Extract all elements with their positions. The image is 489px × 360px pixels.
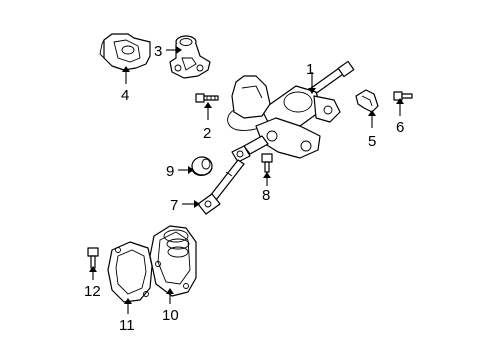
part-1-steering-column [227, 60, 355, 159]
callout-5: 5 [368, 133, 376, 150]
arrow-2 [204, 102, 212, 108]
callout-11: 11 [119, 317, 135, 334]
arrow-11 [124, 298, 132, 304]
callout-8: 8 [262, 187, 270, 204]
part-10-boot-seal [149, 225, 197, 297]
part-5-clip [355, 89, 379, 113]
arrow-8 [263, 172, 271, 178]
arrow-12 [89, 266, 97, 272]
callout-12: 12 [84, 283, 101, 300]
callout-2: 2 [203, 125, 211, 142]
part-2-bolt [195, 93, 219, 103]
part-7-intermediate-shaft [197, 145, 251, 215]
arrow-4 [122, 66, 130, 72]
part-12-bolt [87, 247, 99, 269]
arrow-10 [166, 288, 174, 294]
part-9-grommet [191, 156, 213, 176]
callout-10: 10 [162, 307, 179, 324]
arrow-7 [194, 200, 200, 208]
part-11-gasket-plate [107, 241, 153, 303]
part-4-bracket [99, 33, 151, 71]
arrow-6 [396, 98, 404, 104]
callout-1: 1 [306, 61, 314, 78]
arrow-9 [188, 166, 194, 174]
part-8-bolt [261, 153, 273, 173]
part-6-bolt [393, 91, 413, 101]
arrow-5 [368, 110, 376, 116]
part-3-switch-bracket [169, 35, 211, 79]
callout-9: 9 [166, 163, 174, 180]
arrow-1 [308, 88, 316, 94]
callout-7: 7 [170, 197, 178, 214]
callout-4: 4 [121, 87, 129, 104]
callout-3: 3 [154, 43, 162, 60]
callout-6: 6 [396, 119, 404, 136]
arrow-3 [176, 46, 182, 54]
